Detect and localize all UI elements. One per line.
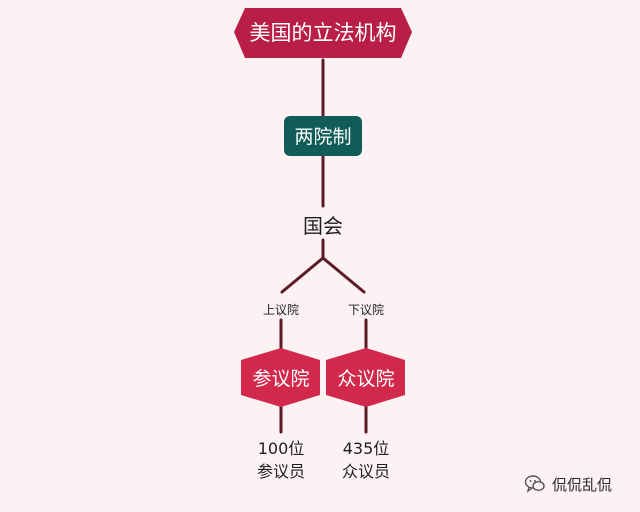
house-node-label: 众议院 xyxy=(337,368,394,390)
root-node-label: 美国的立法机构 xyxy=(250,21,397,45)
senate-members: 参议员 xyxy=(257,462,305,481)
watermark: 侃侃乱侃 xyxy=(524,472,612,496)
congress-label: 国会 xyxy=(303,214,343,238)
connectors xyxy=(279,58,368,434)
senate-count: 100位 xyxy=(258,439,305,458)
house-count: 435位 xyxy=(343,439,390,458)
lower-branch-label: 下议院 xyxy=(348,303,384,317)
connector-split-upper xyxy=(280,256,325,294)
system-node: 两院制 xyxy=(284,116,362,156)
house-node-shape xyxy=(326,348,405,407)
senate-node: 参议院 xyxy=(241,348,320,407)
senate-node-shape xyxy=(241,348,320,407)
root-node: 美国的立法机构 xyxy=(234,8,412,58)
wechat-bubble-icon xyxy=(524,473,546,495)
system-node-shape xyxy=(284,116,362,156)
house-node: 众议院 xyxy=(326,348,405,407)
root-node-shape xyxy=(234,8,412,58)
upper-branch-label: 上议院 xyxy=(263,303,299,317)
connector-split-lower xyxy=(321,256,366,294)
system-node-label: 两院制 xyxy=(294,126,351,148)
house-members: 众议员 xyxy=(342,462,390,481)
watermark-text: 侃侃乱侃 xyxy=(552,475,613,494)
senate-node-label: 参议院 xyxy=(252,368,309,390)
